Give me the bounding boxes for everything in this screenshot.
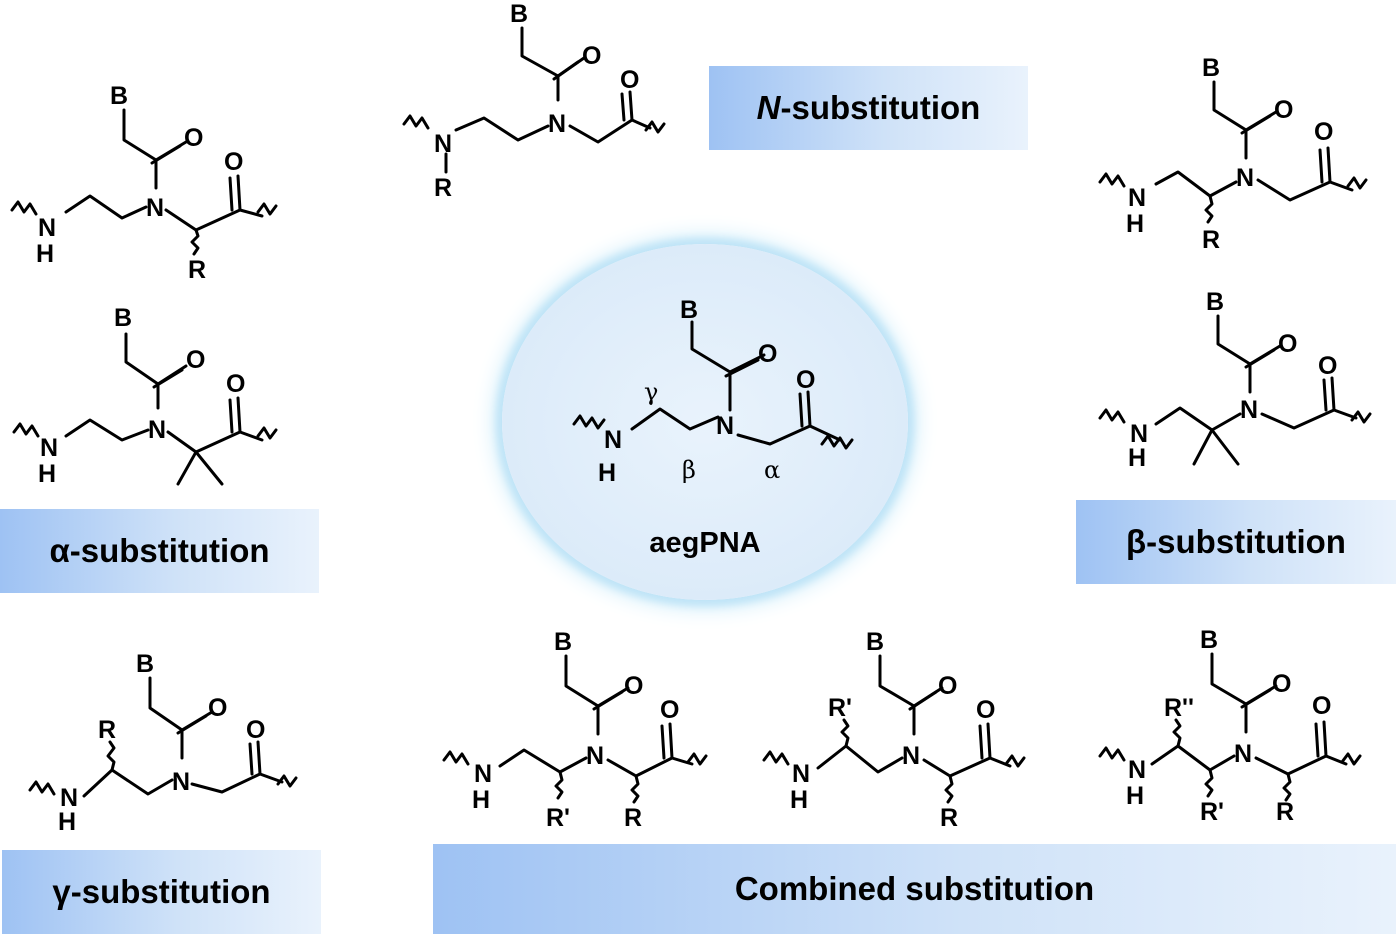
atom-b: B <box>1200 626 1218 654</box>
atom-o: O <box>186 346 205 374</box>
atom-r-double-prime: R'' <box>1164 694 1194 722</box>
atom-b: B <box>866 628 884 656</box>
atom-n: N <box>1130 420 1148 448</box>
atom-o: O <box>226 370 245 398</box>
atom-b: B <box>554 628 572 656</box>
combined-substitution-label: Combined substitution <box>433 844 1396 934</box>
atom-r: R <box>1276 798 1294 826</box>
atom-n: N <box>148 416 166 444</box>
atom-n: N <box>434 130 452 158</box>
atom-n: N <box>792 760 810 788</box>
atom-o: O <box>1278 330 1297 358</box>
atom-h: H <box>1126 782 1144 810</box>
atom-n: N <box>1128 756 1146 784</box>
atom-o: O <box>582 42 601 70</box>
atom-b: B <box>1202 54 1220 82</box>
atom-b: B <box>114 304 132 332</box>
atom-n: N <box>172 768 190 796</box>
atom-b: B <box>110 82 128 110</box>
atom-o: O <box>796 366 815 394</box>
gamma-substitution-label: γ-substitution <box>2 850 321 934</box>
atom-n: N <box>40 434 58 462</box>
atom-r: R <box>188 256 206 284</box>
atom-b: B <box>1206 288 1224 316</box>
atom-n: N <box>548 110 566 138</box>
atom-n: N <box>1236 164 1254 192</box>
n-substitution-label: N-substitution <box>709 66 1028 150</box>
atom-n: N <box>38 214 56 242</box>
atom-n: N <box>60 784 78 812</box>
atom-r-prime: R' <box>546 804 570 832</box>
atom-r: R <box>624 804 642 832</box>
atom-r-prime: R' <box>1200 798 1224 826</box>
atom-h: H <box>38 460 56 488</box>
atom-r: R <box>98 716 116 744</box>
atom-r: R <box>940 804 958 832</box>
atom-b: B <box>136 650 154 678</box>
alpha-position-label: α <box>764 456 780 484</box>
atom-h: H <box>472 786 490 814</box>
atom-o: O <box>208 694 227 722</box>
atom-h: H <box>58 808 76 836</box>
atom-o: O <box>758 340 777 368</box>
atom-n: N <box>474 760 492 788</box>
atom-n: N <box>1128 184 1146 212</box>
atom-n: N <box>1240 396 1258 424</box>
atom-b: B <box>510 0 528 28</box>
atom-o: O <box>620 66 639 94</box>
atom-o: O <box>224 148 243 176</box>
atom-o: O <box>938 672 957 700</box>
atom-o: O <box>1314 118 1333 146</box>
atom-h: H <box>1126 210 1144 238</box>
atom-h: H <box>36 240 54 268</box>
atom-h: H <box>790 786 808 814</box>
atom-n: N <box>586 742 604 770</box>
alpha-substitution-label: α-substitution <box>0 509 319 593</box>
gamma-position-label: γ <box>644 378 658 406</box>
atom-o: O <box>1272 670 1291 698</box>
atom-r: R <box>434 174 452 202</box>
atom-n: N <box>146 194 164 222</box>
atom-o: O <box>660 696 679 724</box>
atom-o: O <box>624 672 643 700</box>
atom-o: O <box>1274 96 1293 124</box>
atom-o: O <box>976 696 995 724</box>
atom-o: O <box>1312 692 1331 720</box>
atom-n: N <box>1234 740 1252 768</box>
atom-o: O <box>1318 352 1337 380</box>
atom-r-prime: R' <box>828 694 852 722</box>
atom-r: R <box>1202 226 1220 254</box>
atom-h: H <box>1128 444 1146 472</box>
beta-position-label: β <box>682 456 696 484</box>
atom-n: N <box>716 412 734 440</box>
beta-substitution-label: β-substitution <box>1076 500 1396 584</box>
atom-n: N <box>902 742 920 770</box>
atom-n: N <box>604 426 622 454</box>
atom-o: O <box>246 716 265 744</box>
aegpna-title: aegPNA <box>649 527 761 559</box>
atom-h: H <box>598 459 616 487</box>
atom-b: B <box>680 296 698 324</box>
atom-o: O <box>184 124 203 152</box>
